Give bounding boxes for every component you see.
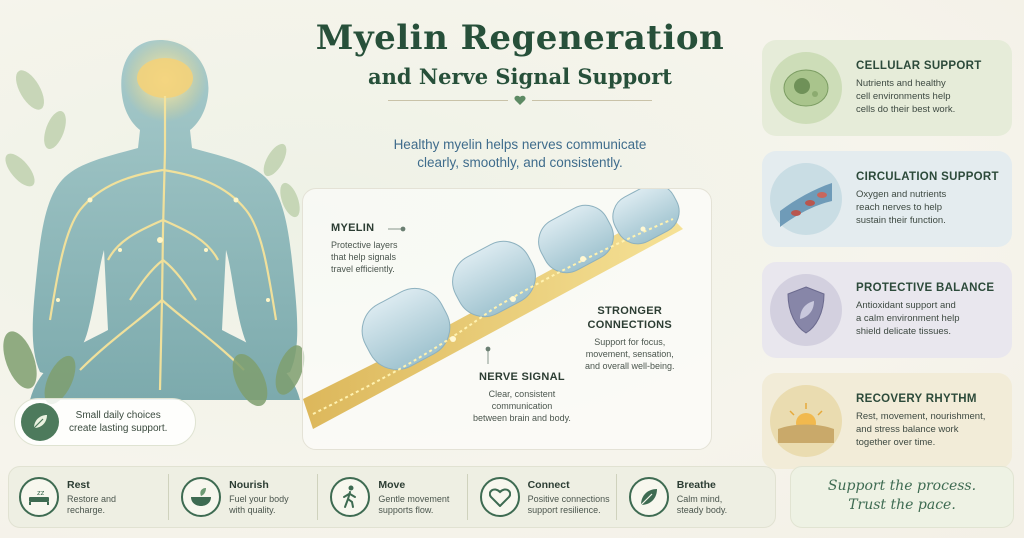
motto-card: Support the process. Trust the pace. [790,466,1014,528]
card-line: Antioxidant support and [856,300,956,311]
sunrise-icon [770,385,842,457]
habit-line: recharge. [67,504,106,515]
cell-icon [770,52,842,124]
motto-line-2: Trust the pace. [848,497,956,513]
habit-title: Connect [527,478,570,491]
nerve-signal-label: NERVE SIGNAL Clear, consistent communica… [473,371,571,424]
habit-line: Calm mind, [676,493,723,504]
motto-line-1: Support the process. [827,478,977,494]
human-nervous-system-illustration [3,38,305,407]
habit-line: Restore and [67,493,117,504]
walking-icon [330,477,371,517]
signal-line-1: Clear, consistent [488,389,556,399]
brain [137,58,193,98]
habit-title: Breathe [676,478,716,491]
habit-line: with quality. [229,504,276,515]
foreground-leaves [3,331,305,407]
card-line: sustain their function. [856,215,946,226]
habit-title: Move [378,478,406,491]
nerve-diagram-card: MYELIN Protective layers that help signa… [302,188,712,450]
card-line: Oxygen and nutrients [856,189,947,200]
myelin-line-2: that help signals [331,252,397,262]
blood-vessel-icon [770,163,842,235]
leaf-icon [21,403,59,441]
habit-title: Nourish [229,478,269,491]
title-divider [300,95,740,106]
card-line: cell environments help [856,91,951,102]
stronger-heading-2: CONNECTIONS [587,319,673,331]
signal-line-2: communication [491,401,553,411]
intro-line-2: clearly, smoothly, and consistently. [417,155,623,170]
card-line: reach nerves to help [856,202,943,213]
background-leaves [5,70,300,218]
shield-icon [770,274,842,346]
habit-title: Rest [67,478,90,491]
habit-breathe: Breathe Calm mind,steady body. [615,474,765,520]
card-circulation-support: CIRCULATION SUPPORT Oxygen and nutrients… [762,151,1012,247]
habit-line: supports flow. [378,504,434,515]
label-pointers [388,226,491,364]
daily-choices-badge: Small daily choices create lasting suppo… [14,398,196,446]
card-cellular-support: CELLULAR SUPPORT Nutrients and healthy c… [762,40,1012,136]
card-line: Rest, movement, nourishment, [856,411,986,422]
habit-line: Fuel your body [229,493,289,504]
signal-line-3: between brain and body. [473,413,571,423]
stronger-heading-1: STRONGER [597,305,663,317]
nerve-sparkles [56,197,270,302]
intro-text: Healthy myelin helps nerves communicate … [340,136,700,172]
habit-line: Positive connections [527,493,610,504]
signal-sparkles [450,226,646,342]
card-line: together over time. [856,437,936,448]
title-block: Myelin Regeneration and Nerve Signal Sup… [300,18,740,106]
habit-line: Gentle movement [378,493,450,504]
card-line: cells do their best work. [856,104,956,115]
stronger-line-2: movement, sensation, [585,349,674,359]
stronger-connections-label: STRONGER CONNECTIONS Support for focus, … [585,305,675,372]
heart-icon [479,477,520,517]
habit-line: support resilience. [527,504,601,515]
card-protective-balance: PROTECTIVE BALANCE Antioxidant support a… [762,262,1012,358]
card-title: CIRCULATION SUPPORT [856,171,999,183]
myelin-label: MYELIN Protective layers that help signa… [331,222,398,275]
myelin-line-1: Protective layers [331,240,398,250]
badge-line-2: create lasting support. [69,423,168,434]
card-line: Nutrients and healthy [856,78,946,89]
page-title: Myelin Regeneration [315,18,725,58]
svg-text:zz: zz [37,489,45,497]
intro-line-1: Healthy myelin helps nerves communicate [393,137,647,152]
card-title: CELLULAR SUPPORT [856,60,982,72]
myelin-sheaths [361,189,680,371]
card-line: shield delicate tissues. [856,326,952,337]
card-title: RECOVERY RHYTHM [856,393,977,405]
stronger-line-1: Support for focus, [594,337,666,347]
sleep-bed-icon: zz [19,477,59,517]
heart-icon [514,95,526,105]
card-line: a calm environment help [856,313,960,324]
card-line: and stress balance work [856,424,959,435]
signal-heading: NERVE SIGNAL [478,371,565,383]
nerve-network [48,96,278,391]
badge-line-1: Small daily choices [75,410,161,421]
card-title: PROTECTIVE BALANCE [856,282,995,294]
myelin-heading: MYELIN [331,222,375,234]
bowl-icon [181,477,222,517]
leaf-icon [628,477,669,517]
stronger-line-3: and overall well-being. [585,361,675,371]
habit-line: steady body. [676,504,728,515]
card-recovery-rhythm: RECOVERY RHYTHM Rest, movement, nourishm… [762,373,1012,469]
page-subtitle: and Nerve Signal Support [368,64,672,89]
myelin-line-3: travel efficiently. [331,264,395,274]
myelin-axon-illustration [303,189,683,429]
